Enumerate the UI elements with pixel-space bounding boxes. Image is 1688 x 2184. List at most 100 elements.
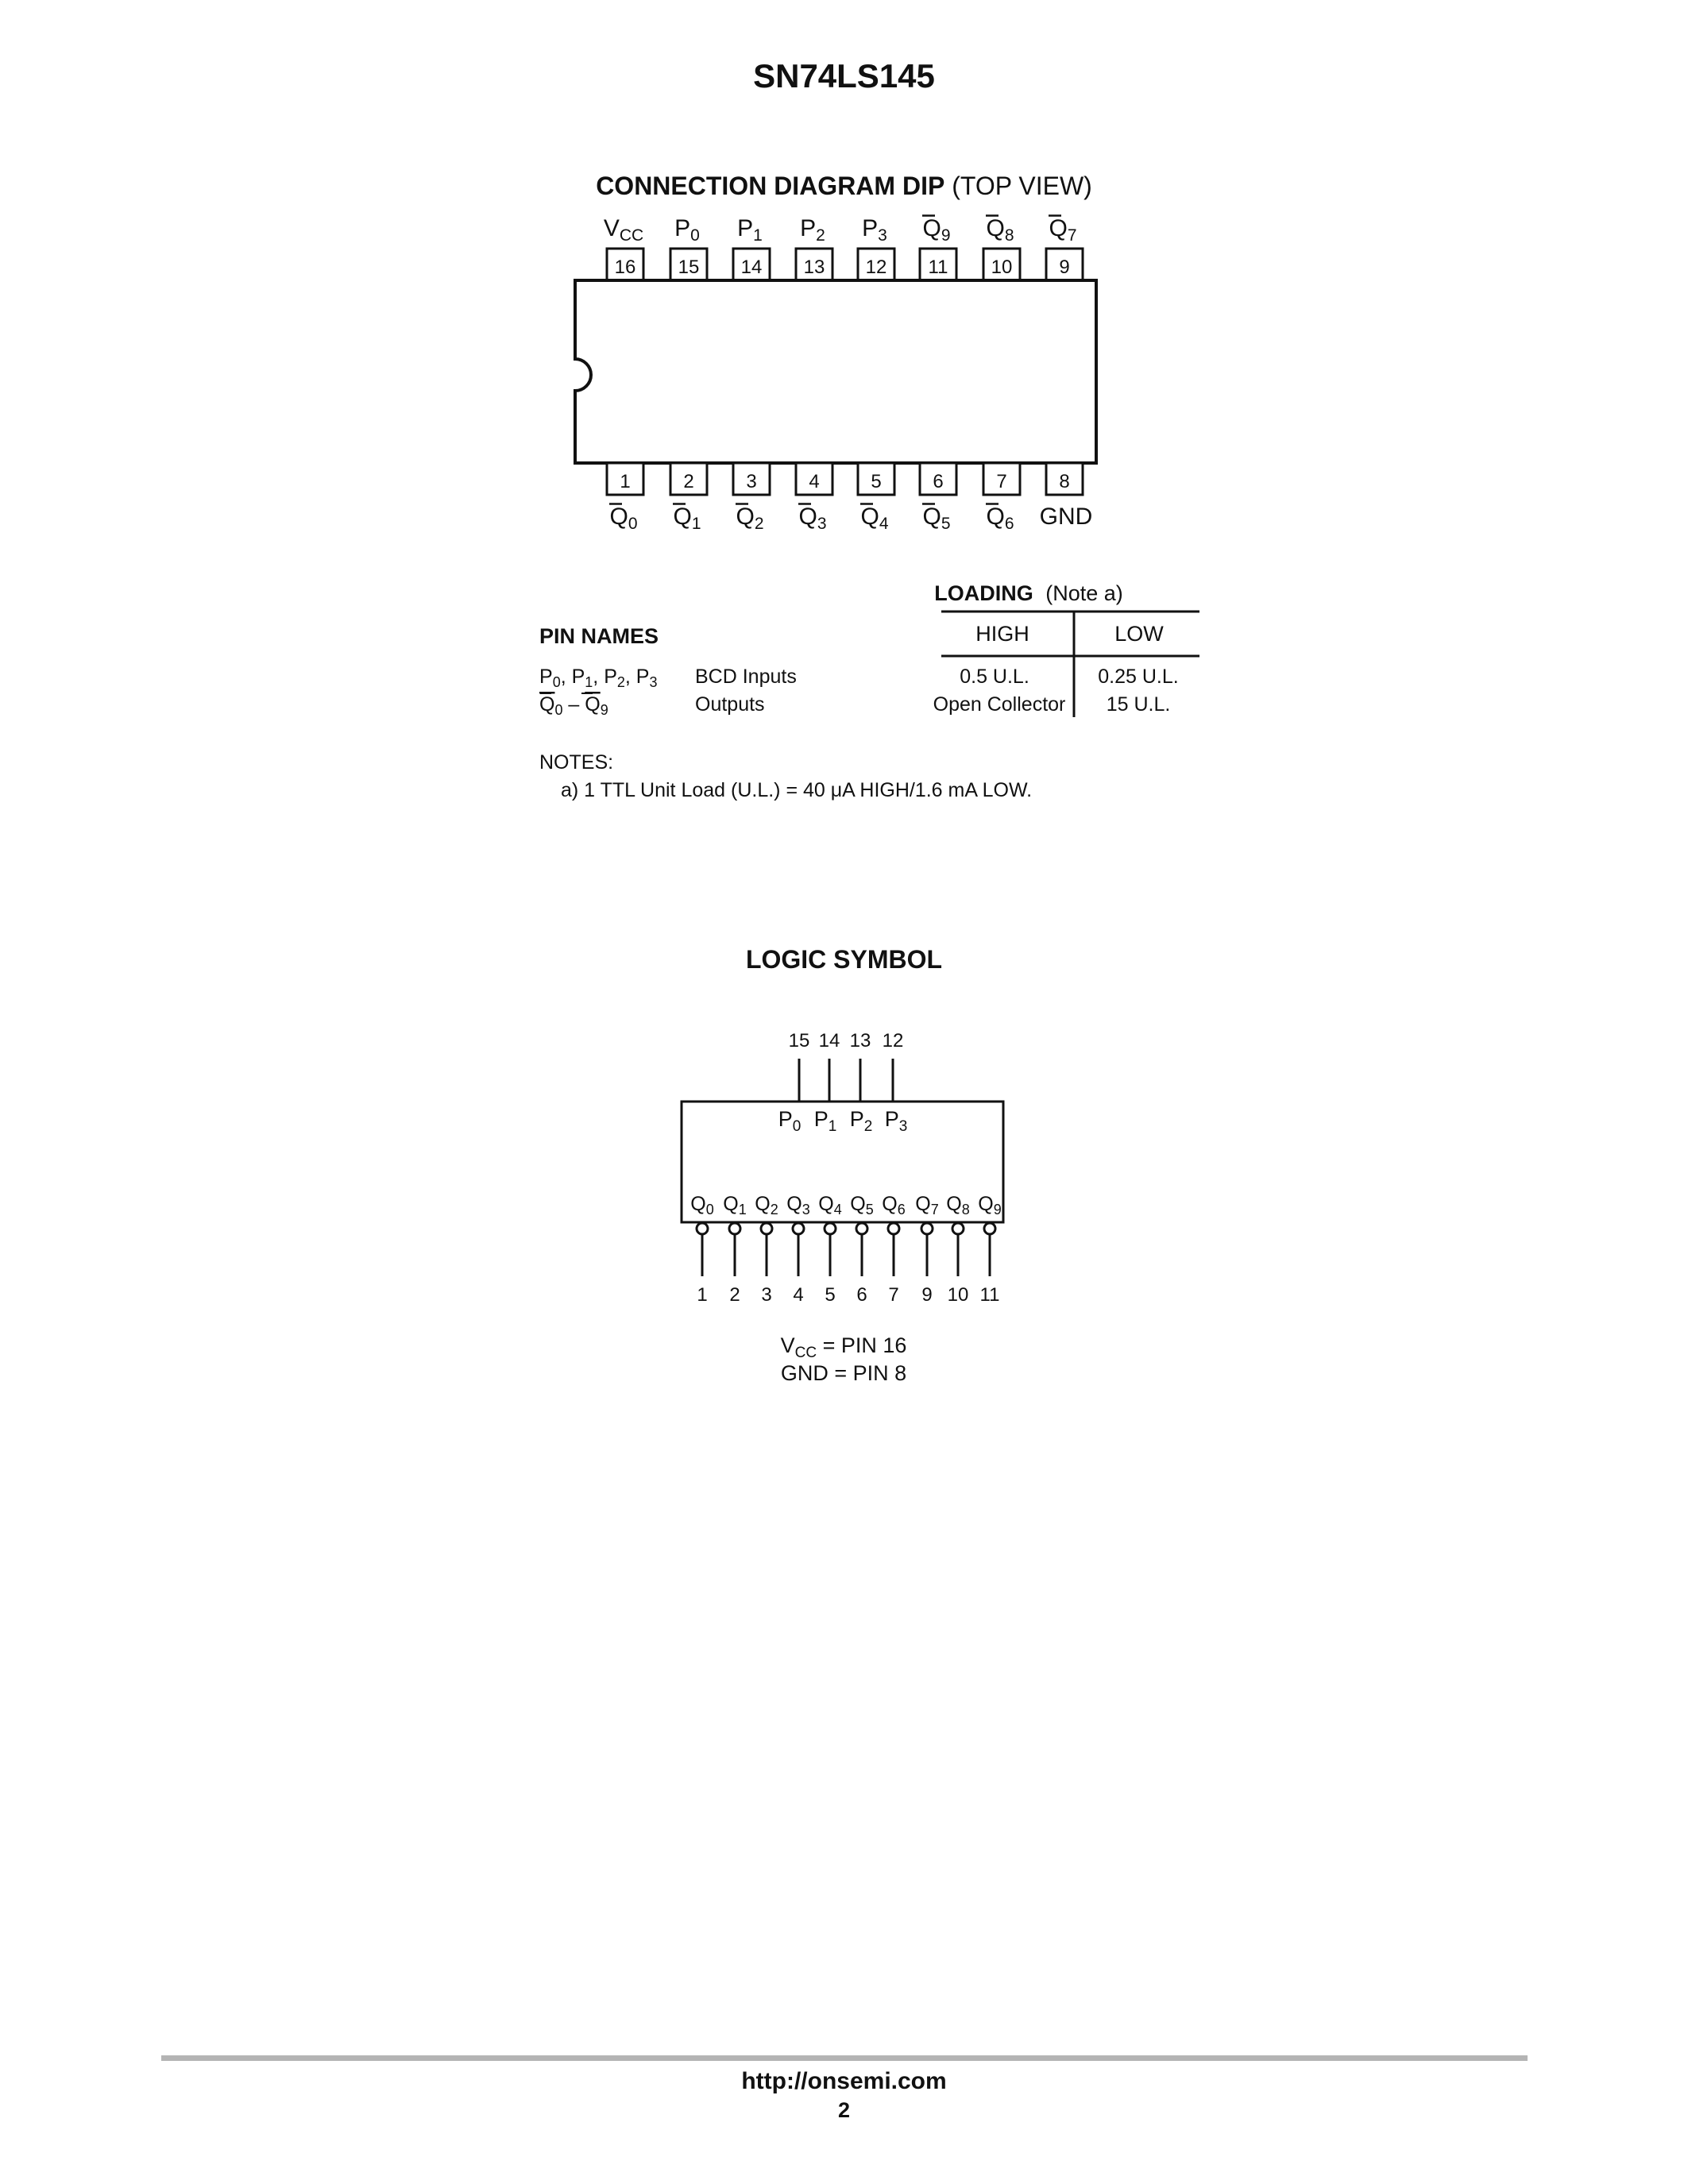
inversion-bubble (823, 1221, 837, 1236)
dip-pin-1 (605, 461, 645, 496)
logic-output-name: Q2 (755, 1193, 778, 1217)
inversion-bubble (695, 1221, 709, 1236)
dip-pin-number: 5 (871, 471, 881, 492)
dip-bottom-pin-labels: Q0 Q1 Q2 Q3 Q4 Q5 Q6 GND (609, 503, 1093, 533)
inversion-bubble (728, 1221, 742, 1236)
dip-pin-number: 8 (1059, 471, 1069, 492)
dip-pin-label: Q5 (922, 504, 950, 533)
loading-label: LOADING (934, 581, 1033, 605)
dip-pin-number: 15 (678, 257, 700, 278)
dip-pin-label: P1 (737, 215, 763, 245)
inversion-bubble (791, 1221, 805, 1236)
logic-output-pin-number: 1 (697, 1284, 707, 1306)
footer-divider (161, 2055, 1528, 2061)
row-inputs-description: BCD Inputs (695, 666, 797, 688)
dip-pin-number: 1 (620, 471, 630, 492)
row-inputs-low: 0.25 U.L. (1098, 666, 1178, 688)
note-a: a) 1 TTL Unit Load (U.L.) = 40 μA HIGH/1… (561, 779, 1033, 801)
logic-output-name: Q1 (723, 1193, 746, 1217)
dip-pin-number: 2 (683, 471, 693, 492)
row-inputs-pins: P0, P1, P2, P3 (539, 666, 657, 690)
dip-pin-6 (918, 461, 958, 496)
inversion-bubble (886, 1221, 901, 1236)
dip-pin-5 (856, 461, 896, 496)
logic-output-pin-number: 11 (980, 1284, 1000, 1306)
dip-pin-label: Q1 (673, 504, 701, 533)
row-inputs-high: 0.5 U.L. (960, 666, 1029, 688)
logic-output-name: Q7 (915, 1193, 938, 1217)
vcc-note: VCC = PIN 16 (781, 1333, 907, 1361)
dip-bottom-pins: 1 2 3 4 5 6 7 8 (605, 461, 1084, 496)
dip-pin-number: 13 (804, 257, 825, 278)
dip-pin-10 (982, 247, 1022, 282)
dip-pin-label: Q4 (860, 504, 888, 533)
logic-input-pin-number: 12 (883, 1030, 904, 1051)
logic-output-name: Q3 (786, 1193, 809, 1217)
dip-pin-number: 12 (866, 257, 887, 278)
dip-pin-number: 7 (996, 471, 1006, 492)
dip-pin-number: 6 (933, 471, 943, 492)
loading-note: (Note a) (1045, 581, 1123, 605)
dip-pin-number: 4 (809, 471, 819, 492)
table-row: P0, P1, P2, P3 BCD Inputs 0.5 U.L. 0.25 … (539, 666, 1179, 690)
table-row: Q0 – Q9 Outputs Open Collector 15 U.L. (539, 693, 1170, 718)
dip-pin-3 (732, 461, 771, 496)
dip-pin-number: 14 (741, 257, 763, 278)
logic-output-pin-number: 9 (921, 1284, 932, 1306)
logic-output-pin-number: 5 (825, 1284, 835, 1306)
dip-pin-number: 3 (746, 471, 756, 492)
row-outputs-description: Outputs (695, 693, 765, 716)
dip-pin-13 (794, 247, 834, 282)
dip-pin-4 (794, 461, 834, 496)
dip-pin-label: P0 (674, 215, 700, 245)
dip-pin-label: Q2 (736, 504, 763, 533)
row-outputs-pins: Q0 – Q9 (539, 693, 608, 718)
logic-output-name: Q9 (978, 1193, 1001, 1217)
gnd-note: GND = PIN 8 (781, 1361, 906, 1385)
logic-output-pin-number: 6 (856, 1284, 867, 1306)
dip-package-body (574, 279, 1098, 465)
page-number: 2 (837, 2098, 851, 2122)
page-title: SN74LS145 (753, 57, 935, 95)
footer-url[interactable]: http://onsemi.com (741, 2068, 947, 2094)
svg-text:LOADING (Note a): LOADING (Note a) (934, 581, 1123, 605)
logic-input-pin-number: 13 (850, 1030, 871, 1051)
dip-pin-label: P2 (800, 215, 825, 245)
dip-pin-label: Q7 (1049, 215, 1076, 245)
dip-pin-label: Q6 (986, 504, 1014, 533)
row-outputs-high: Open Collector (933, 693, 1066, 716)
dip-pin-label: Q9 (922, 215, 950, 245)
inversion-bubble (920, 1221, 934, 1236)
logic-output-name: Q5 (850, 1193, 873, 1217)
dip-pin-number: 10 (991, 257, 1013, 278)
connection-diagram-title-view: (TOP VIEW) (952, 172, 1092, 200)
dip-pin-2 (669, 461, 709, 496)
dip-pin-label: Q8 (986, 215, 1014, 245)
dip-pin-8 (1045, 461, 1084, 496)
logic-output-name: Q8 (946, 1193, 969, 1217)
logic-input-name: P2 (850, 1107, 873, 1135)
logic-symbol-box (680, 1100, 1005, 1224)
logic-input-name: P3 (885, 1107, 908, 1135)
dip-pin-label: GND (1040, 504, 1093, 530)
dip-pin-label: P3 (862, 215, 887, 245)
logic-output-name: Q0 (690, 1193, 713, 1217)
logic-output-name: Q6 (882, 1193, 905, 1217)
logic-output-pin-number: 3 (761, 1284, 771, 1306)
dip-pin-label: Q3 (798, 504, 826, 533)
logic-output-pin-number: 7 (888, 1284, 898, 1306)
dip-pin-label: Q0 (609, 504, 637, 533)
connection-diagram-title: CONNECTION DIAGRAM DIP (TOP VIEW) (0, 172, 1688, 201)
col-high-header: HIGH (975, 622, 1029, 646)
dip-pin-number: 11 (929, 257, 948, 278)
logic-output-pin-number: 4 (793, 1284, 803, 1306)
notes-label: NOTES: (539, 751, 614, 774)
inversion-bubble (855, 1221, 869, 1236)
pin-names-label: PIN NAMES (539, 624, 659, 648)
logic-symbol-title: LOGIC SYMBOL (745, 945, 943, 974)
